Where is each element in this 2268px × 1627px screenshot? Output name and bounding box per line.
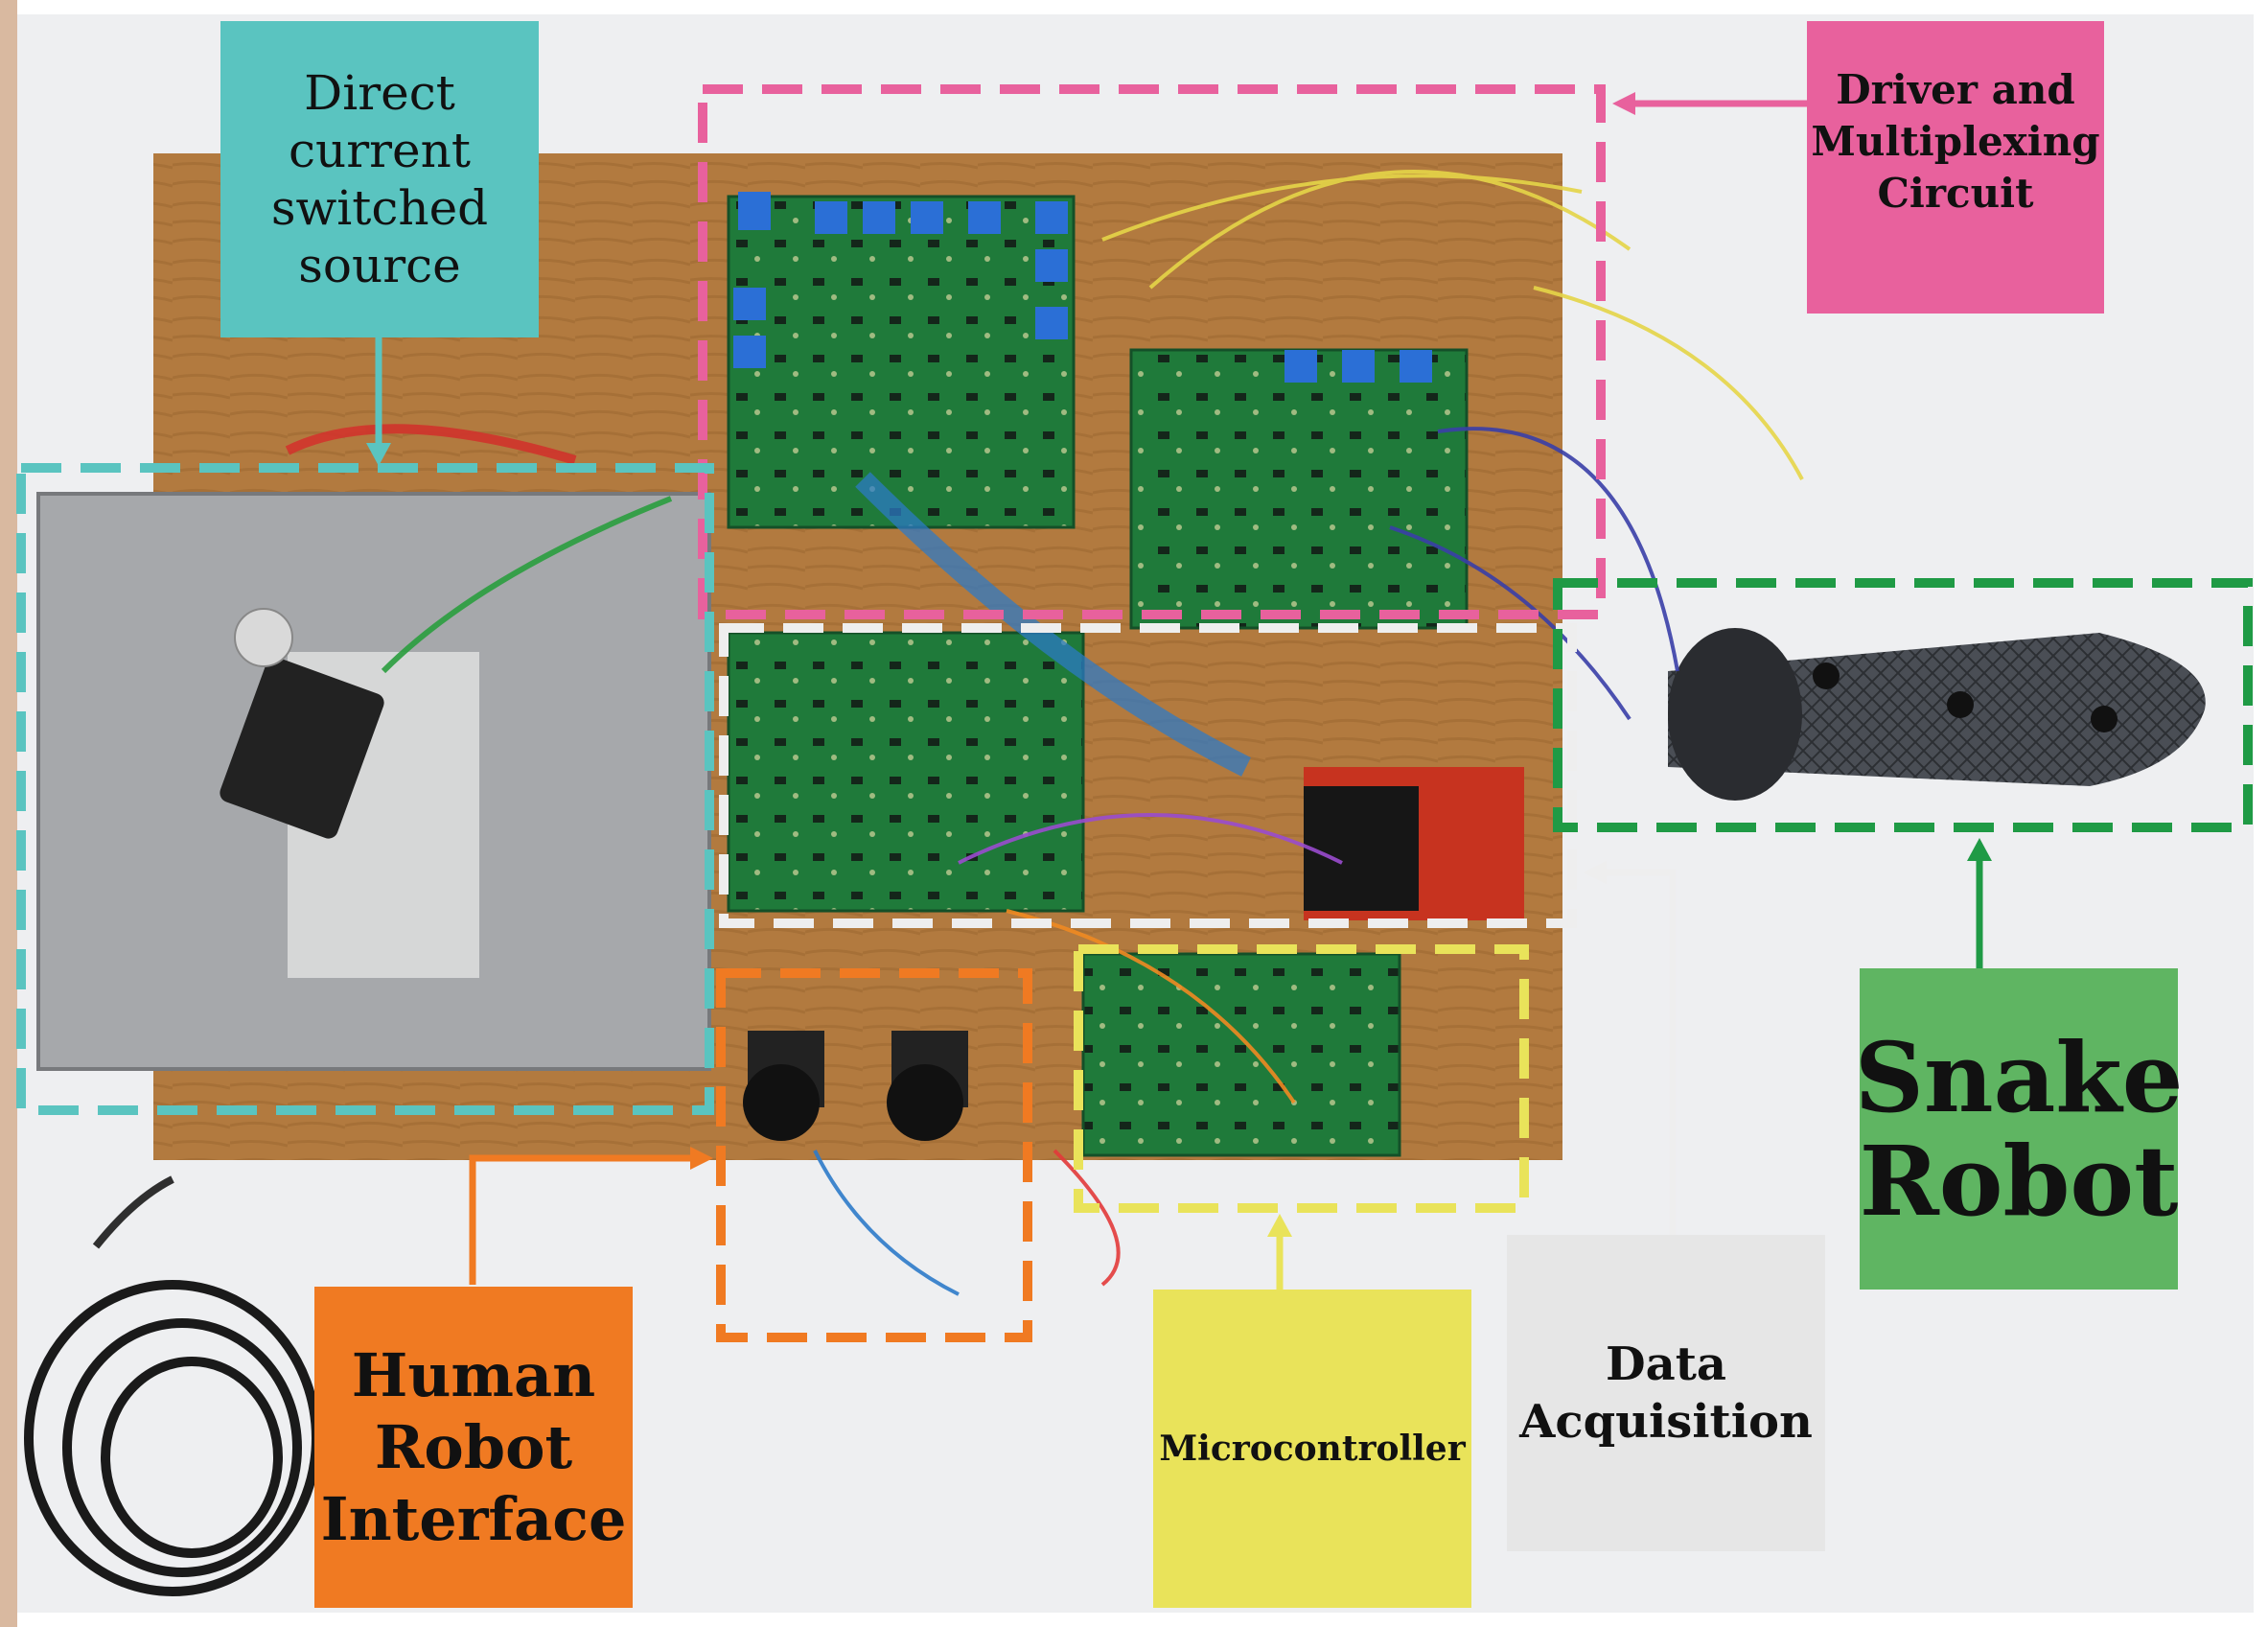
- daq-region-outline: [719, 623, 1577, 928]
- snake-region-outline: [1553, 578, 2253, 832]
- hri-region-outline: [716, 968, 1032, 1342]
- snake-robot-label: Snake Robot: [1855, 968, 2183, 1290]
- hri-text: Human Robot Interface: [320, 1340, 627, 1554]
- driver-board-1: [727, 195, 1076, 529]
- arrows: [366, 92, 1992, 1290]
- microcontroller-text: Microcontroller: [1159, 1429, 1466, 1469]
- joysticks: [743, 1031, 968, 1141]
- power-region-outline: [16, 463, 714, 1115]
- terminal-blocks: [733, 192, 1432, 383]
- black-module: [1304, 786, 1419, 911]
- driver-circuit-text: Driver and Multiplexing Circuit: [1811, 66, 2100, 217]
- driver-region-outline: [698, 84, 1606, 619]
- wires: [92, 170, 1804, 1296]
- hri-label: Human Robot Interface: [314, 1287, 633, 1608]
- daq-label: Data Acquisition: [1507, 1235, 1825, 1551]
- power-supply-unit: [36, 492, 711, 1071]
- microcontroller-label: Microcontroller: [1153, 1290, 1471, 1608]
- snake-robot-body: [1668, 628, 2206, 801]
- power-source-text: Direct current switched source: [270, 65, 489, 293]
- snake-robot-text: Snake Robot: [1854, 1020, 2184, 1238]
- daq-board: [727, 631, 1085, 913]
- power-source-label: Direct current switched source: [220, 21, 539, 337]
- micro-region-outline: [1074, 944, 1529, 1213]
- daq-text: Data Acquisition: [1519, 1337, 1813, 1449]
- microcontroller-board: [1081, 952, 1401, 1157]
- driver-board-2: [1129, 348, 1469, 630]
- driver-circuit-label: Driver and Multiplexing Circuit: [1807, 21, 2104, 314]
- left-edge-strip: [0, 0, 17, 1627]
